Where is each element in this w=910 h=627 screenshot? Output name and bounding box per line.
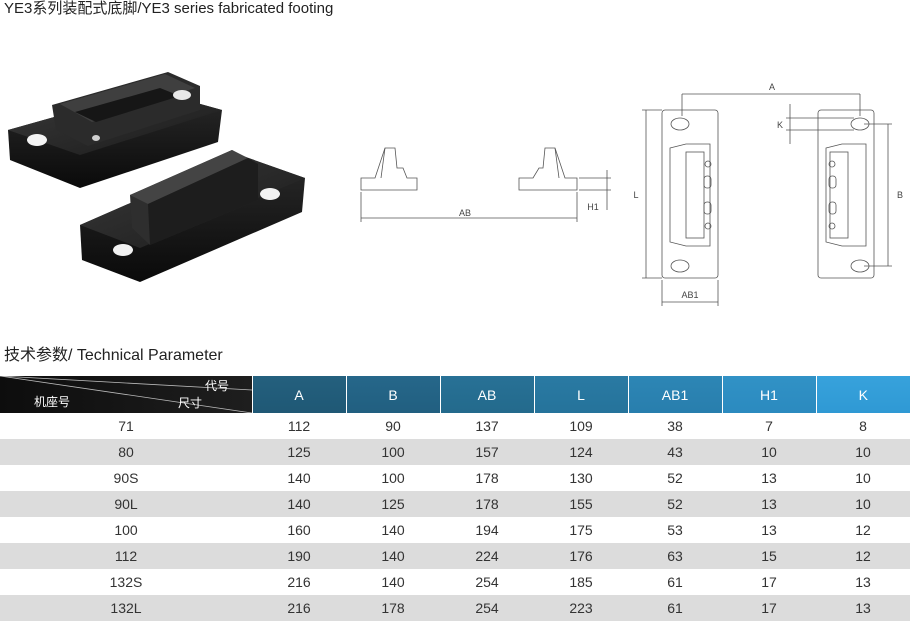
corner-label-code: 代号 [205, 379, 230, 393]
value-cell: 43 [628, 439, 722, 465]
value-cell: 190 [252, 543, 346, 569]
value-cell: 178 [440, 491, 534, 517]
value-cell: 157 [440, 439, 534, 465]
value-cell: 13 [816, 569, 910, 595]
value-cell: 112 [252, 413, 346, 439]
section-title: 技术参数/ Technical Parameter [4, 347, 223, 364]
dim-label-h1: H1 [587, 202, 599, 212]
column-header: AB [440, 376, 535, 413]
frame-cell: 132S [0, 569, 252, 595]
value-cell: 7 [722, 413, 816, 439]
frame-cell: 80 [0, 439, 252, 465]
column-header: K [816, 376, 910, 413]
value-cell: 140 [346, 569, 440, 595]
footing-photo [8, 72, 305, 282]
footing-part-top [8, 72, 222, 188]
value-cell: 155 [534, 491, 628, 517]
value-cell: 254 [440, 569, 534, 595]
value-cell: 10 [816, 465, 910, 491]
dim-label-l: L [633, 190, 638, 200]
value-cell: 17 [722, 569, 816, 595]
column-header: L [534, 376, 629, 413]
value-cell: 61 [628, 569, 722, 595]
value-cell: 61 [628, 595, 722, 621]
value-cell: 13 [722, 491, 816, 517]
dim-label-k: K [777, 120, 783, 130]
value-cell: 53 [628, 517, 722, 543]
dim-label-ab: AB [459, 208, 471, 218]
value-cell: 12 [816, 517, 910, 543]
value-cell: 52 [628, 465, 722, 491]
value-cell: 10 [816, 439, 910, 465]
column-header: A [252, 376, 347, 413]
value-cell: 254 [440, 595, 534, 621]
plan-view-diagram: A K B L AB1 [633, 82, 903, 306]
side-view-diagram: AB H1 [360, 147, 611, 222]
column-header: AB1 [628, 376, 723, 413]
dim-label-b: B [897, 190, 903, 200]
value-cell: 125 [346, 491, 440, 517]
value-cell: 216 [252, 569, 346, 595]
dim-label-ab1: AB1 [681, 290, 698, 300]
value-cell: 10 [722, 439, 816, 465]
value-cell: 176 [534, 543, 628, 569]
frame-cell: 100 [0, 517, 252, 543]
value-cell: 124 [534, 439, 628, 465]
value-cell: 178 [346, 595, 440, 621]
value-cell: 13 [816, 595, 910, 621]
corner-label-size: 尺寸 [178, 396, 203, 410]
frame-cell: 112 [0, 543, 252, 569]
value-cell: 216 [252, 595, 346, 621]
frame-cell: 71 [0, 413, 252, 439]
value-cell: 185 [534, 569, 628, 595]
table-header-row: 代号 尺寸 机座号 A B AB L AB1 H1 K [0, 376, 910, 413]
value-cell: 13 [722, 465, 816, 491]
value-cell: 137 [440, 413, 534, 439]
column-header: B [346, 376, 441, 413]
value-cell: 130 [534, 465, 628, 491]
footing-part-bottom [80, 150, 305, 282]
column-header: H1 [722, 376, 817, 413]
value-cell: 63 [628, 543, 722, 569]
value-cell: 17 [722, 595, 816, 621]
value-cell: 175 [534, 517, 628, 543]
value-cell: 224 [440, 543, 534, 569]
value-cell: 90 [346, 413, 440, 439]
value-cell: 8 [816, 413, 910, 439]
frame-cell: 90S [0, 465, 252, 491]
value-cell: 15 [722, 543, 816, 569]
value-cell: 13 [722, 517, 816, 543]
value-cell: 194 [440, 517, 534, 543]
value-cell: 178 [440, 465, 534, 491]
value-cell: 140 [252, 465, 346, 491]
value-cell: 100 [346, 439, 440, 465]
frame-cell: 132L [0, 595, 252, 621]
value-cell: 38 [628, 413, 722, 439]
value-cell: 125 [252, 439, 346, 465]
table-corner-cell: 代号 尺寸 机座号 [0, 376, 253, 413]
dim-label-a: A [769, 82, 775, 92]
value-cell: 223 [534, 595, 628, 621]
value-cell: 12 [816, 543, 910, 569]
value-cell: 52 [628, 491, 722, 517]
value-cell: 109 [534, 413, 628, 439]
value-cell: 140 [252, 491, 346, 517]
value-cell: 140 [346, 517, 440, 543]
value-cell: 140 [346, 543, 440, 569]
value-cell: 10 [816, 491, 910, 517]
frame-cell: 90L [0, 491, 252, 517]
value-cell: 100 [346, 465, 440, 491]
corner-label-frame: 机座号 [34, 395, 71, 409]
page-title: YE3系列装配式底脚/YE3 series fabricated footing [4, 0, 334, 17]
value-cell: 160 [252, 517, 346, 543]
